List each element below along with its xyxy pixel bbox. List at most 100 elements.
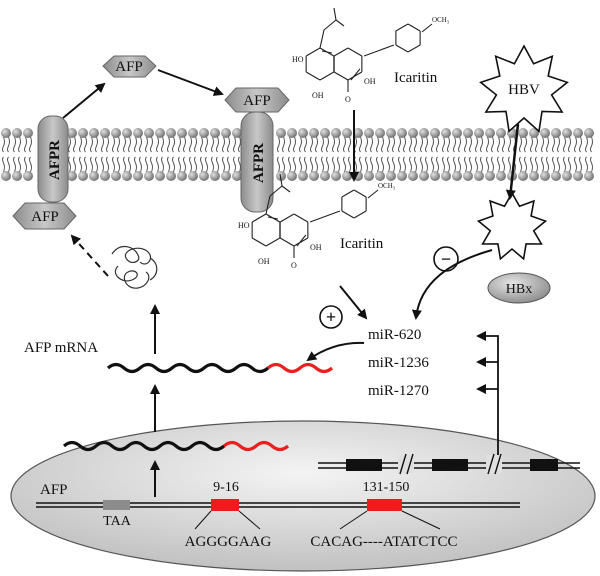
lipid-tail — [464, 156, 467, 173]
lipid-tail — [568, 156, 571, 173]
site-131-150-sequence: CACAG----ATATCTCC — [310, 534, 457, 550]
lipid-tail — [475, 156, 478, 173]
lipid-tail — [579, 156, 582, 173]
lipid-tail — [178, 136, 181, 153]
lipid-head — [584, 171, 594, 181]
lipid-tail — [563, 156, 566, 173]
bond — [395, 44, 409, 53]
lipid-tail — [590, 156, 593, 173]
site-9-16-label: 9-16 — [213, 480, 239, 495]
lipid-head — [331, 171, 341, 181]
lipid-tail — [84, 136, 87, 153]
lipid-head — [562, 171, 572, 181]
lipid-head — [78, 128, 88, 138]
lipid-tail — [128, 136, 131, 153]
hbv-label: HBV — [508, 82, 540, 98]
lipid-tail — [348, 156, 351, 173]
lipid-head — [287, 128, 297, 138]
bond — [296, 234, 307, 247]
lipid-head — [221, 128, 231, 138]
lipid-tail — [172, 136, 175, 153]
lipid-tail — [7, 156, 10, 173]
bond — [293, 237, 309, 247]
mir-1236-label: miR-1236 — [368, 355, 429, 371]
lipid-tail — [392, 156, 395, 173]
afp-gene-label: AFP — [40, 482, 68, 498]
lipid-tail — [167, 136, 170, 153]
lipid-head — [298, 171, 308, 181]
lipid-head — [155, 171, 165, 181]
lipid-tail — [552, 156, 555, 173]
lipid-tail — [293, 136, 296, 153]
lipid-tail — [414, 136, 417, 153]
lipid-tail — [227, 156, 230, 173]
lipid-head — [155, 128, 165, 138]
lipid-tail — [530, 156, 533, 173]
icaritin-middle-label: Icaritin — [340, 236, 384, 252]
lipid-tail — [376, 156, 379, 173]
site-9-16-bracket-right — [238, 510, 261, 530]
lipid-tail — [337, 136, 340, 153]
lipid-tail — [7, 136, 10, 153]
lipid-tail — [563, 136, 566, 153]
lipid-tail — [211, 156, 214, 173]
arrow-afpr-to-afp — [62, 82, 106, 119]
lipid-tail — [403, 136, 406, 153]
bond — [353, 210, 367, 219]
lipid-tail — [222, 136, 225, 153]
lipid-tail — [222, 156, 225, 173]
lipid-head — [100, 128, 110, 138]
bond — [367, 189, 379, 199]
lipid-tail — [486, 156, 489, 173]
lipid-tail — [387, 136, 390, 153]
lipid-tail — [535, 156, 538, 173]
bond — [281, 185, 291, 193]
bond — [363, 44, 395, 57]
lipid-head — [221, 171, 231, 181]
lipid-tail — [502, 156, 505, 173]
afpr-receptor-right — [240, 111, 274, 213]
lipid-tail — [381, 136, 384, 153]
lipid-tail — [431, 136, 434, 153]
lipid-tail — [381, 156, 384, 173]
bond — [347, 71, 363, 81]
lipid-head — [166, 128, 176, 138]
minus-sign: − — [441, 249, 451, 269]
atom-label: OH — [258, 257, 270, 266]
lipid-head — [100, 171, 110, 181]
lipid-tail — [497, 136, 500, 153]
lipid-head — [419, 128, 429, 138]
lipid-head — [496, 171, 506, 181]
lipid-tail — [238, 136, 241, 153]
bond — [333, 7, 337, 21]
lipid-tail — [519, 136, 522, 153]
lipid-tail — [348, 136, 351, 153]
lipid-head — [67, 128, 77, 138]
lipid-tail — [216, 156, 219, 173]
lipid-tail — [277, 156, 280, 173]
lipid-tail — [442, 156, 445, 173]
lipid-tail — [337, 156, 340, 173]
lipid-tail — [200, 136, 203, 153]
lipid-tail — [585, 136, 588, 153]
bond — [333, 71, 349, 81]
lipid-head — [529, 171, 539, 181]
lipid-tail — [161, 136, 164, 153]
lipid-tail — [194, 156, 197, 173]
lipid-tail — [183, 156, 186, 173]
lipid-tail — [425, 156, 428, 173]
hbv-burst — [479, 44, 569, 133]
lipid-tail — [156, 156, 159, 173]
lipid-tail — [29, 156, 32, 173]
bond — [321, 50, 332, 54]
mir-exon-2 — [432, 459, 468, 471]
lipid-tail — [101, 156, 104, 173]
lipid-head — [342, 128, 352, 138]
bond — [395, 23, 409, 32]
plus-sign-circle — [319, 305, 343, 329]
afpr-left-label: AFPR — [47, 140, 63, 180]
afp-internal-label: AFP — [31, 209, 59, 225]
arrow-locus-to-mir-620 — [476, 331, 499, 456]
lipid-tail — [79, 156, 82, 173]
bond — [269, 185, 283, 197]
